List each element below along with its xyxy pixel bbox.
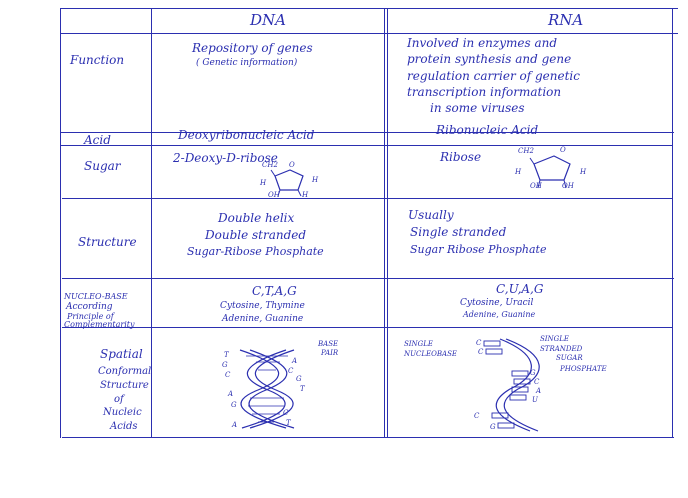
dna-base-left-3: C: [225, 371, 231, 379]
dna-ring-h-bottom: H: [302, 191, 309, 199]
grid-bottom-line: [62, 437, 674, 439]
grid-right-border: [672, 8, 674, 438]
dna-acid: Deoxyribonucleic Acid: [178, 128, 315, 142]
rna-function-line-4: transcription information: [407, 85, 562, 99]
rna-nucleo-line-2: Cytosine, Uracil: [460, 298, 534, 308]
header-rna: RNA: [548, 11, 584, 29]
dna-base-right-5: C: [283, 409, 289, 417]
rna-ring-oh-right: OH: [562, 182, 574, 190]
rna-note-left-1: SINGLE: [404, 340, 434, 348]
grid-left-border: [60, 8, 62, 438]
rna-nucleo-line-3: Adenine, Guanine: [463, 310, 536, 319]
row-label-spatial-5: Nucleic: [103, 407, 142, 418]
dna-base-pair-note-1: BASE: [318, 340, 339, 348]
row-label-spatial-2: Conformal: [98, 366, 152, 377]
dna-ring-o: O: [289, 161, 295, 169]
dna-base-right-2: C: [288, 367, 294, 375]
dna-sugar-name: 2-Deoxy-D-ribose: [173, 151, 278, 165]
dna-base-right-4: T: [300, 385, 305, 393]
rna-base-7: C: [474, 412, 480, 420]
grid-nucleo-line: [62, 327, 672, 329]
dna-deoxyribose-ring-drawing: [270, 169, 304, 197]
rna-single-strand-drawing: [483, 338, 540, 432]
dna-function-line-1: Repository of genes: [192, 41, 313, 55]
rna-function-line-1: Involved in enzymes and: [407, 36, 558, 50]
dna-structure-line-1: Double helix: [218, 211, 295, 225]
row-label-structure: Structure: [78, 235, 137, 249]
grid-structure-line: [62, 278, 674, 280]
dna-base-right-1: A: [292, 357, 298, 365]
rna-note-right-4: PHOSPHATE: [560, 365, 607, 373]
dna-base-right-6: T: [286, 419, 291, 427]
rna-structure-line-3: Sugar Ribose Phosphate: [410, 243, 547, 256]
rna-note-right-3: SUGAR: [556, 354, 583, 362]
rna-ribose-ring-drawing: [529, 155, 571, 189]
grid-acid-line: [60, 145, 672, 147]
dna-structure-line-3: Sugar-Ribose Phosphate: [187, 245, 324, 258]
dna-base-left-5: G: [231, 401, 237, 409]
rna-structure-line-2: Single stranded: [410, 225, 507, 239]
dna-function-line-2: ( Genetic information): [196, 58, 298, 68]
dna-base-left-1: T: [224, 351, 229, 359]
rna-ring-o: O: [560, 146, 566, 154]
rna-base-3: G: [530, 369, 536, 377]
rna-base-2: C: [478, 348, 484, 356]
row-label-spatial-4: of: [114, 394, 124, 405]
rna-nucleo-letters: C,U,A,G: [496, 282, 544, 296]
dna-ring-ch2: CH2: [262, 161, 278, 169]
rna-ring-h-left: H: [515, 168, 522, 176]
dna-base-right-3: G: [296, 375, 302, 383]
row-label-nucleo-3: Principle of: [67, 312, 114, 321]
dna-double-helix-drawing: [239, 349, 295, 429]
row-label-sugar: Sugar: [84, 159, 121, 173]
dna-nucleo-line-3: Adenine, Guanine: [222, 314, 304, 324]
rna-ring-ch2: CH2: [518, 147, 534, 155]
rna-base-4: C: [534, 378, 540, 386]
rna-sugar-name: Ribose: [440, 150, 482, 164]
dna-ring-h-right: H: [312, 176, 319, 184]
grid-top-line: [60, 8, 678, 10]
dna-ring-oh: OH: [268, 191, 280, 199]
row-label-spatial-1: Spatial: [100, 347, 143, 361]
rna-base-5: A: [536, 387, 542, 395]
row-label-acid: Acid: [84, 133, 111, 147]
dna-base-left-6: A: [232, 421, 238, 429]
rna-function-line-5: in some viruses: [430, 101, 525, 115]
dna-base-pair-note-2: PAIR: [321, 349, 339, 357]
rna-acid: Ribonucleic Acid: [436, 123, 539, 137]
row-label-nucleo-2: According: [66, 302, 113, 312]
rna-function-line-3: regulation carrier of genetic: [407, 69, 580, 83]
grid-center-divider-a: [384, 8, 386, 438]
rna-base-6: U: [532, 396, 538, 404]
header-dna: DNA: [250, 11, 286, 29]
row-label-nucleo-1: NUCLEO-BASE: [64, 292, 128, 301]
grid-label-divider: [151, 8, 153, 438]
rna-ring-h-right: H: [580, 168, 587, 176]
dna-base-left-2: G: [222, 361, 228, 369]
dna-ring-h-left: H: [260, 179, 267, 187]
rna-note-right-2: STRANDED: [540, 345, 583, 353]
grid-function-line: [60, 132, 674, 134]
row-label-spatial-3: Structure: [100, 380, 149, 391]
dna-nucleo-line-2: Cytosine, Thymine: [220, 301, 305, 311]
row-label-nucleo-4: Complementarity: [64, 320, 135, 329]
dna-base-left-4: A: [228, 390, 234, 398]
dna-nucleo-letters: C,T,A,G: [252, 284, 297, 298]
rna-note-right-1: SINGLE: [540, 335, 570, 343]
rna-base-1: C: [476, 339, 482, 347]
row-label-spatial-6: Acids: [110, 421, 138, 432]
rna-note-left-2: NUCLEOBASE: [404, 350, 457, 358]
rna-ring-oh-left: OH: [530, 182, 542, 190]
dna-structure-line-2: Double stranded: [205, 228, 307, 242]
grid-sugar-line: [62, 198, 672, 200]
rna-structure-line-1: Usually: [408, 208, 454, 222]
rna-function-line-2: protein synthesis and gene: [407, 52, 572, 66]
grid-center-divider-b: [387, 8, 389, 438]
rna-base-8: G: [490, 423, 496, 431]
row-label-function: Function: [70, 53, 125, 67]
grid-header-line: [60, 33, 678, 35]
